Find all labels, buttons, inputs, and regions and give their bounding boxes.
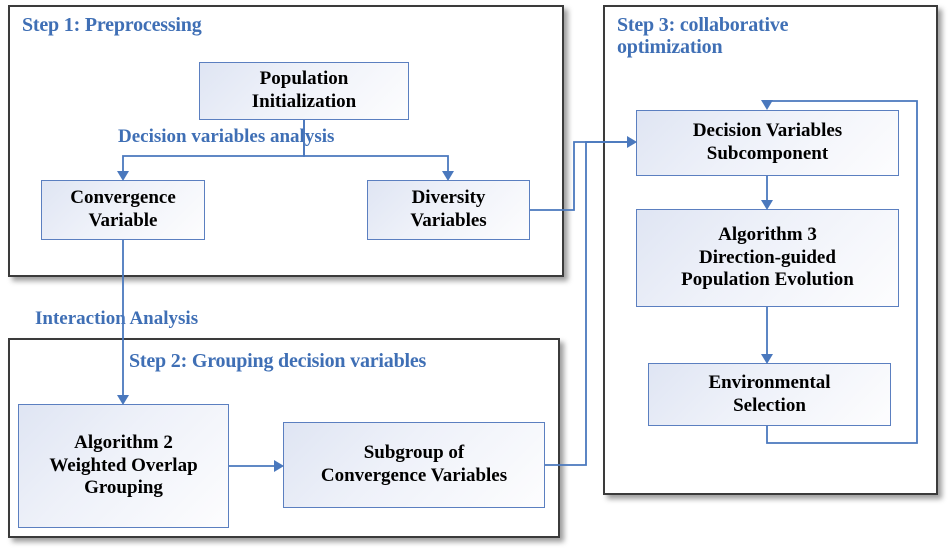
step3-title: Step 3: collaborative optimization bbox=[617, 14, 789, 59]
step2-title: Step 2: Grouping decision variables bbox=[129, 350, 427, 372]
node-diversity-variables[interactable]: Diversity Variables bbox=[367, 180, 530, 240]
label-interaction-analysis: Interaction Analysis bbox=[35, 308, 199, 329]
step1-title: Step 1: Preprocessing bbox=[22, 14, 202, 36]
node-algorithm-3[interactable]: Algorithm 3 Direction-guided Population … bbox=[636, 209, 899, 307]
node-population-initialization[interactable]: Population Initialization bbox=[199, 62, 409, 120]
node-algorithm-2[interactable]: Algorithm 2 Weighted Overlap Grouping bbox=[18, 404, 229, 528]
node-subgroup-convergence-variables[interactable]: Subgroup of Convergence Variables bbox=[283, 422, 545, 508]
node-convergence-variable[interactable]: Convergence Variable bbox=[41, 180, 205, 240]
node-decision-variables-subcomponent[interactable]: Decision Variables Subcomponent bbox=[636, 110, 899, 176]
label-decision-variables-analysis: Decision variables analysis bbox=[118, 126, 335, 147]
node-environmental-selection[interactable]: Environmental Selection bbox=[648, 363, 891, 426]
